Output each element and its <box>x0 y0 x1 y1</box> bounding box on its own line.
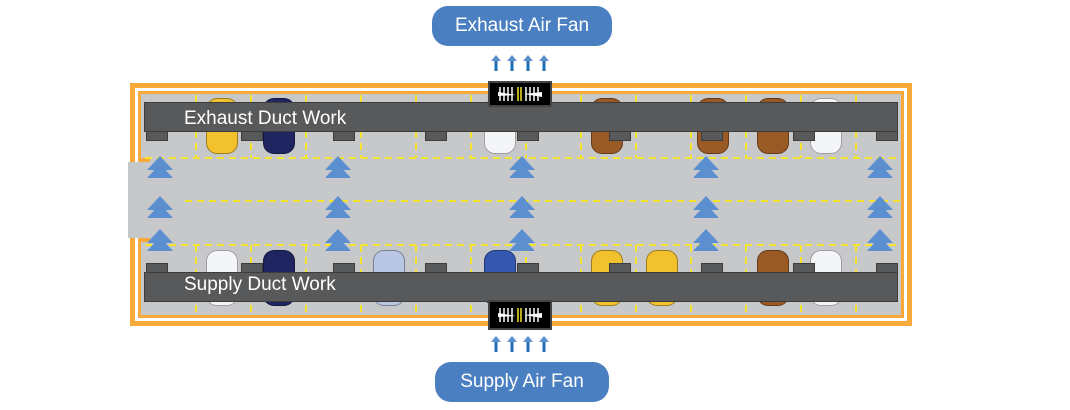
fan-grille-icon <box>498 308 542 322</box>
supply-airflow-arrow-icon <box>491 336 501 342</box>
double-chevron-up-icon <box>509 204 535 218</box>
exhaust-duct-outlet <box>425 131 447 141</box>
exhaust-duct-outlet <box>517 131 539 141</box>
exhaust-duct-outlet <box>241 131 263 141</box>
supply-air-fan-label: Supply Air Fan <box>435 362 609 402</box>
exhaust-duct-outlet <box>793 131 815 141</box>
double-chevron-up-icon <box>509 196 535 210</box>
exhaust-air-fan-text: Exhaust Air Fan <box>454 15 590 36</box>
supply-airflow-arrow-icon <box>507 336 517 342</box>
supply-air-fan-text: Supply Air Fan <box>460 371 584 392</box>
fan-grille-icon <box>498 87 542 101</box>
double-chevron-up-icon <box>867 229 893 243</box>
double-chevron-up-icon <box>693 156 719 170</box>
double-chevron-up-icon <box>509 237 535 251</box>
exhaust-duct-outlet <box>333 131 355 141</box>
double-chevron-up-icon <box>325 229 351 243</box>
double-chevron-up-icon <box>325 196 351 210</box>
supply-airflow-arrow-icon <box>523 336 533 342</box>
supply-duct-outlet <box>701 263 723 273</box>
supply-fan-grille-icon <box>488 300 552 330</box>
supply-duct-outlet <box>425 263 447 273</box>
double-chevron-up-icon <box>147 156 173 170</box>
supply-duct-outlet <box>517 263 539 273</box>
supply-duct-outlet <box>793 263 815 273</box>
double-chevron-up-icon <box>693 229 719 243</box>
double-chevron-up-icon <box>325 204 351 218</box>
double-chevron-up-icon <box>693 164 719 178</box>
exhaust-airflow-arrow-icon <box>507 55 517 61</box>
double-chevron-up-icon <box>325 164 351 178</box>
supply-duct-outlet <box>146 263 168 273</box>
supply-duct-outlet <box>609 263 631 273</box>
supply-airflow-arrow-icon <box>539 336 549 342</box>
double-chevron-up-icon <box>147 164 173 178</box>
double-chevron-up-icon <box>867 204 893 218</box>
exhaust-airflow-arrow-icon <box>523 55 533 61</box>
double-chevron-up-icon <box>325 237 351 251</box>
double-chevron-up-icon <box>509 156 535 170</box>
double-chevron-up-icon <box>867 156 893 170</box>
double-chevron-up-icon <box>867 164 893 178</box>
double-chevron-up-icon <box>509 229 535 243</box>
double-chevron-up-icon <box>325 156 351 170</box>
supply-duct-outlet <box>333 263 355 273</box>
exhaust-duct-outlet <box>701 131 723 141</box>
exhaust-airflow-arrow-icon <box>491 55 501 61</box>
entrance-wall-top <box>138 158 150 162</box>
double-chevron-up-icon <box>867 237 893 251</box>
garage-entrance <box>128 162 144 238</box>
exhaust-fan-grille-icon <box>488 81 552 107</box>
exhaust-air-fan-label: Exhaust Air Fan <box>432 6 612 46</box>
double-chevron-up-icon <box>867 196 893 210</box>
supply-duct-outlet <box>876 263 898 273</box>
exhaust-duct-label: Exhaust Duct Work <box>184 108 347 129</box>
exhaust-duct-outlet <box>609 131 631 141</box>
supply-duct-outlet <box>241 263 263 273</box>
double-chevron-up-icon <box>509 164 535 178</box>
entrance-wall-bottom <box>138 238 150 242</box>
exhaust-duct-outlet <box>876 131 898 141</box>
double-chevron-up-icon <box>147 237 173 251</box>
double-chevron-up-icon <box>693 204 719 218</box>
double-chevron-up-icon <box>147 196 173 210</box>
double-chevron-up-icon <box>693 237 719 251</box>
exhaust-airflow-arrow-icon <box>539 55 549 61</box>
double-chevron-up-icon <box>147 204 173 218</box>
double-chevron-up-icon <box>147 229 173 243</box>
exhaust-duct-outlet <box>146 131 168 141</box>
supply-duct-label: Supply Duct Work <box>184 274 336 295</box>
double-chevron-up-icon <box>693 196 719 210</box>
